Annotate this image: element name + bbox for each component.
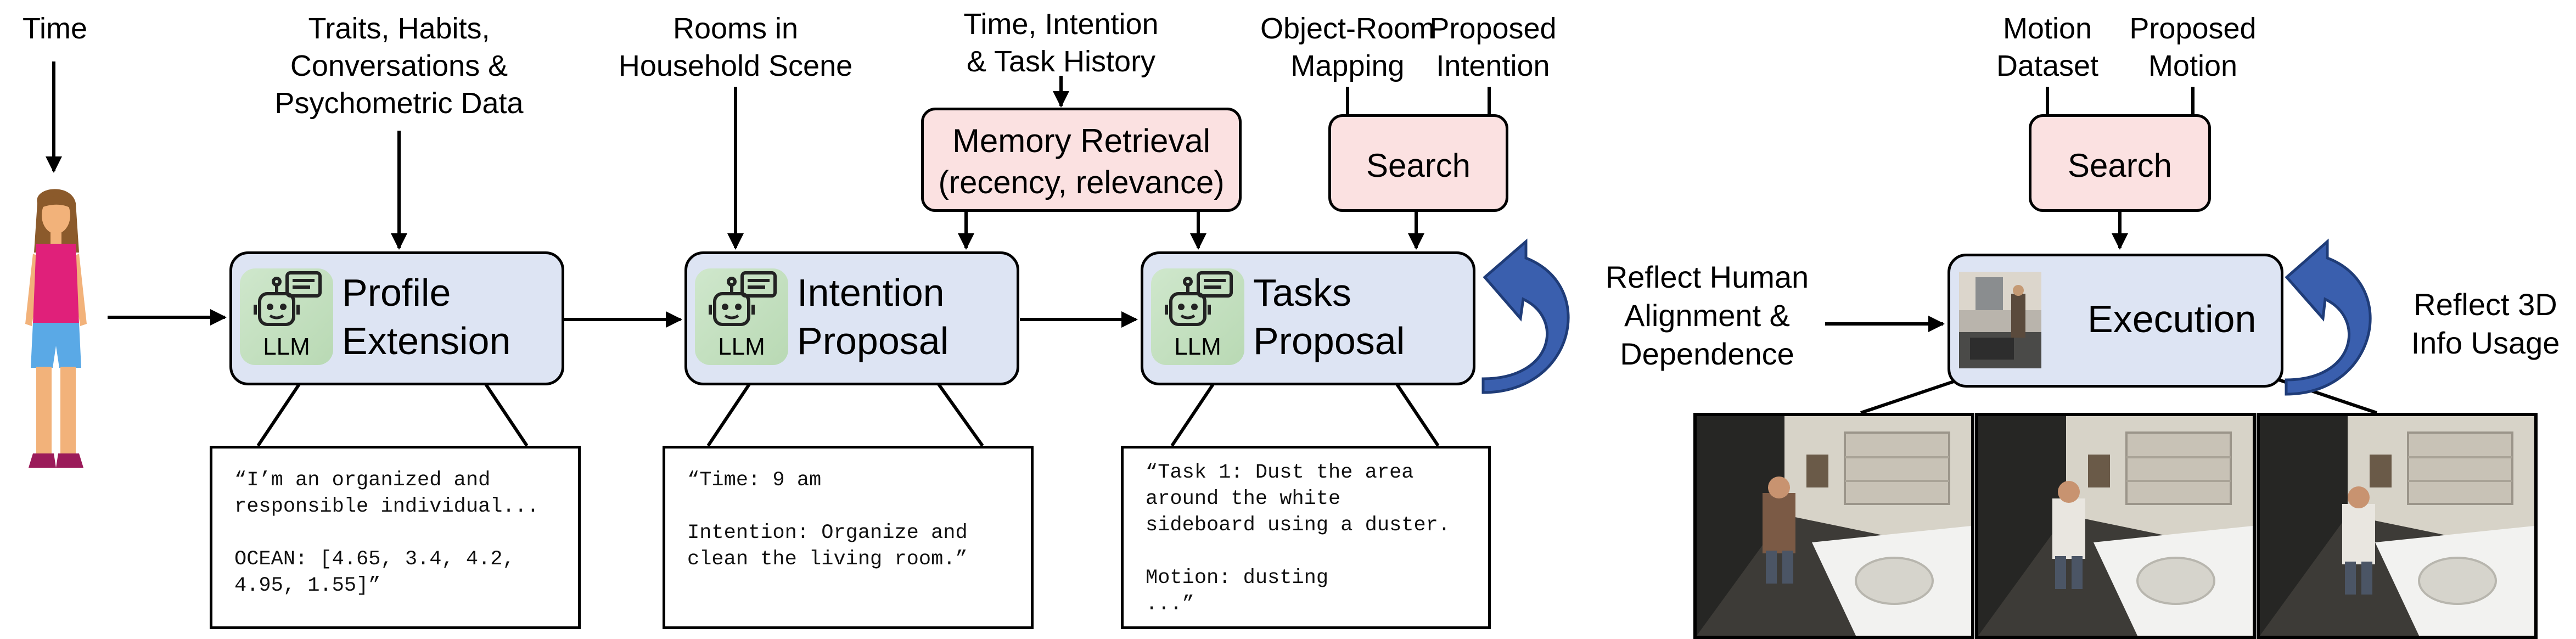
object-room-line: Mapping xyxy=(1290,49,1405,82)
intention-proposal-stage: LLM Intention Proposal xyxy=(684,251,1019,385)
reflect-human-label: Reflect Human Alignment & Dependence xyxy=(1586,258,1828,373)
tasks-callout-line xyxy=(1395,383,1440,447)
bathroom-render xyxy=(1697,416,1971,636)
reflect-info-line: Reflect 3D xyxy=(2414,287,2557,322)
reflect-human-line: Dependence xyxy=(1620,337,1794,371)
intention-quote-box: “Time: 9 am Intention: Organize and clea… xyxy=(663,446,1034,629)
history-line: Time, Intention xyxy=(963,8,1159,41)
execution-title: Execution xyxy=(2087,298,2257,340)
profile-quote-box: “I’m an organized and responsible indivi… xyxy=(210,446,581,629)
memory-retrieval-title: Memory Retrieval xyxy=(952,122,1211,159)
reflect-human-line: Reflect Human xyxy=(1605,260,1809,294)
person-figure xyxy=(25,189,87,468)
reflect-arrow-icon xyxy=(1481,238,1570,394)
history-label: Time, Intention & Task History xyxy=(933,5,1189,80)
rooms-line: Household Scene xyxy=(618,49,853,82)
search-label: Search xyxy=(2067,147,2173,184)
traits-line: Traits, Habits, xyxy=(308,12,490,45)
profile-callout-line xyxy=(256,383,301,447)
proposed-motion-line: Motion xyxy=(2148,49,2238,82)
proposed-motion-line: Proposed xyxy=(2129,12,2257,45)
traits-label: Traits, Habits, Conversations & Psychome… xyxy=(262,10,536,122)
execution-frame xyxy=(2257,413,2538,639)
intention-title: Intention Proposal xyxy=(797,268,949,365)
llm-robot-icon xyxy=(1165,271,1233,326)
llm-label: LLM xyxy=(718,333,765,360)
proposed-motion-label: Proposed Motion xyxy=(2113,10,2272,85)
traits-line: Conversations & xyxy=(290,49,508,82)
motion-dataset-line: Dataset xyxy=(1996,49,2099,82)
llm-badge: LLM xyxy=(1151,268,1244,365)
tasks-proposal-stage: LLM Tasks Proposal xyxy=(1141,251,1475,385)
memory-retrieval-subtitle: (recency, relevance) xyxy=(938,165,1225,200)
motion-dataset-label: Motion Dataset xyxy=(1971,10,2124,85)
execution-frame xyxy=(1693,413,1974,639)
history-line: & Task History xyxy=(966,45,1156,78)
object-room-line: Object-Room xyxy=(1260,12,1435,45)
object-room-label: Object-Room Mapping xyxy=(1232,10,1463,85)
bathroom-render xyxy=(2260,416,2534,636)
search-module: Search xyxy=(2029,114,2211,212)
intention-callout-line xyxy=(937,383,984,447)
llm-robot-icon xyxy=(709,271,777,326)
search-module: Search xyxy=(1328,114,1508,212)
profile-title: Profile Extension xyxy=(342,268,510,365)
reflect-arrow-icon xyxy=(2285,238,2372,396)
rooms-line: Rooms in xyxy=(672,12,799,45)
proposed-intention-line: Proposed xyxy=(1429,12,1557,45)
bathroom-render xyxy=(1978,416,2253,636)
llm-label: LLM xyxy=(1174,333,1221,360)
proposed-intention-line: Intention xyxy=(1436,49,1550,82)
rooms-label: Rooms in Household Scene xyxy=(604,10,867,85)
proposed-intention-label: Proposed Intention xyxy=(1405,10,1581,85)
llm-label: LLM xyxy=(263,333,310,360)
llm-badge: LLM xyxy=(240,268,333,365)
traits-line: Psychometric Data xyxy=(274,87,524,120)
intention-title-line: Intention xyxy=(797,271,945,314)
profile-callout-line xyxy=(484,383,529,447)
search-label: Search xyxy=(1366,147,1471,184)
reflect-human-line: Alignment & xyxy=(1624,298,1790,333)
profile-title-line: Extension xyxy=(342,320,511,362)
intention-title-line: Proposal xyxy=(797,320,949,362)
tasks-title: Tasks Proposal xyxy=(1253,268,1405,365)
llm-robot-icon xyxy=(254,271,322,326)
intention-callout-line xyxy=(706,383,751,447)
time-label: Time xyxy=(23,12,87,45)
tasks-title-line: Proposal xyxy=(1253,320,1405,362)
reflect-info-line: Info Usage xyxy=(2411,326,2560,360)
execution-frame xyxy=(1975,413,2256,639)
execution-stage: Execution xyxy=(1948,254,2283,388)
motion-dataset-line: Motion xyxy=(2002,12,2092,45)
profile-title-line: Profile xyxy=(342,271,451,314)
profile-extension-stage: LLM Profile Extension xyxy=(229,251,564,385)
tasks-title-line: Tasks xyxy=(1253,271,1351,314)
tasks-quote-box: “Task 1: Dust the area around the white … xyxy=(1121,446,1491,629)
tasks-callout-line xyxy=(1170,383,1215,447)
scene-thumbnail xyxy=(1959,272,2041,368)
execution-callout-line xyxy=(1860,376,1966,414)
reflect-info-label: Reflect 3D Info Usage xyxy=(2403,285,2568,362)
memory-retrieval-module: Memory Retrieval (recency, relevance) xyxy=(921,108,1242,212)
llm-badge: LLM xyxy=(695,268,788,365)
